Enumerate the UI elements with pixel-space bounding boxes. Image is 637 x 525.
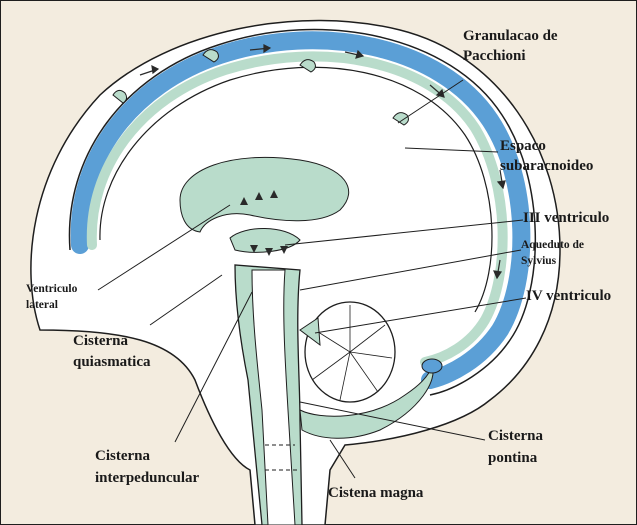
label-aqueduto-line1: Aqueduto de	[521, 239, 584, 251]
label-cisterna-pontina-line2: pontina	[488, 450, 538, 466]
label-cisterna-interpeduncular-line1: Cisterna	[95, 448, 150, 464]
label-granulacao-line1: Granulacao de	[463, 28, 558, 44]
label-cisterna-interpeduncular-line2: interpeduncular	[95, 470, 200, 486]
label-iii-ventriculo: III ventriculo	[523, 210, 609, 226]
label-aqueduto-line2: Sylvius	[521, 255, 557, 267]
label-ventriculo-lateral-line2: lateral	[26, 299, 58, 311]
venous-sinus	[422, 359, 442, 373]
label-cisterna-quiasmatica-line2: quiasmatica	[73, 354, 151, 370]
label-espaco-line1: Espaco	[500, 138, 546, 154]
label-ventriculo-lateral-line1: Ventriculo	[26, 283, 78, 295]
label-cistena-magna: Cistena magna	[328, 485, 424, 501]
label-cisterna-quiasmatica-line1: Cisterna	[73, 333, 128, 349]
label-iv-ventriculo: IV ventriculo	[526, 288, 611, 304]
label-granulacao-line2: Pacchioni	[463, 48, 526, 64]
label-cisterna-pontina-line1: Cisterna	[488, 428, 543, 444]
label-espaco-line2: subaracnoideo	[500, 158, 593, 174]
